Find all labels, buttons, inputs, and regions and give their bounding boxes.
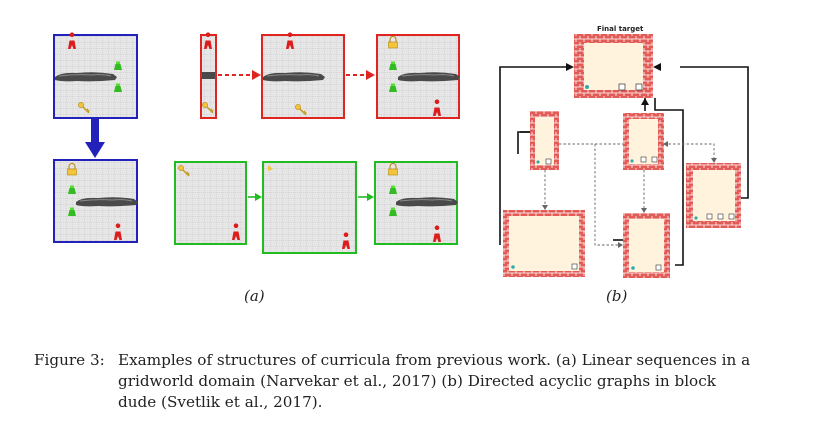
green-task-3 <box>374 161 459 245</box>
figure: Final target <box>53 25 749 305</box>
green-task-1 <box>174 161 247 245</box>
final-target-label: Final target <box>597 25 644 33</box>
panel-b-label: (b) <box>606 287 627 305</box>
source-room-5 <box>623 213 670 278</box>
figure-caption: Figure 3: Examples of structures of curri… <box>34 350 762 413</box>
pit-icon <box>397 71 461 82</box>
green-arrow-1 <box>248 193 262 201</box>
blue-task-bottom <box>53 159 139 243</box>
panel-a-label: (a) <box>244 287 265 305</box>
pit-icon <box>395 196 459 207</box>
pit-icon <box>54 71 118 82</box>
pit-icon <box>75 196 139 207</box>
block-icon <box>618 83 626 91</box>
pit-icon <box>262 71 326 82</box>
pit-icon <box>202 72 215 79</box>
green-arrow-2 <box>358 193 374 201</box>
blue-task-top <box>53 32 138 119</box>
caption-label: Figure 3: <box>34 351 105 369</box>
source-room-1 <box>503 210 585 277</box>
door-icon <box>635 83 643 91</box>
source-room-2 <box>530 111 559 170</box>
arrowhead <box>566 63 574 71</box>
arrowhead <box>641 98 649 105</box>
blue-down-arrow <box>85 119 105 158</box>
source-room-4 <box>686 163 741 228</box>
red-task-1 <box>200 32 217 119</box>
dag-solid-edges <box>499 66 749 266</box>
red-task-2 <box>261 32 345 119</box>
arrowhead <box>653 63 661 71</box>
red-dashed-arrow-2 <box>346 70 375 80</box>
green-task-2 <box>262 161 357 254</box>
red-dashed-arrow-1 <box>218 70 261 80</box>
key-icon <box>268 165 273 171</box>
dag-dashed-edges <box>544 143 715 246</box>
person-icon <box>585 85 589 89</box>
final-target-room <box>574 34 653 98</box>
red-task-3 <box>376 34 461 119</box>
caption-text: Examples of structures of curricula from… <box>118 351 751 411</box>
source-room-3 <box>623 113 664 170</box>
